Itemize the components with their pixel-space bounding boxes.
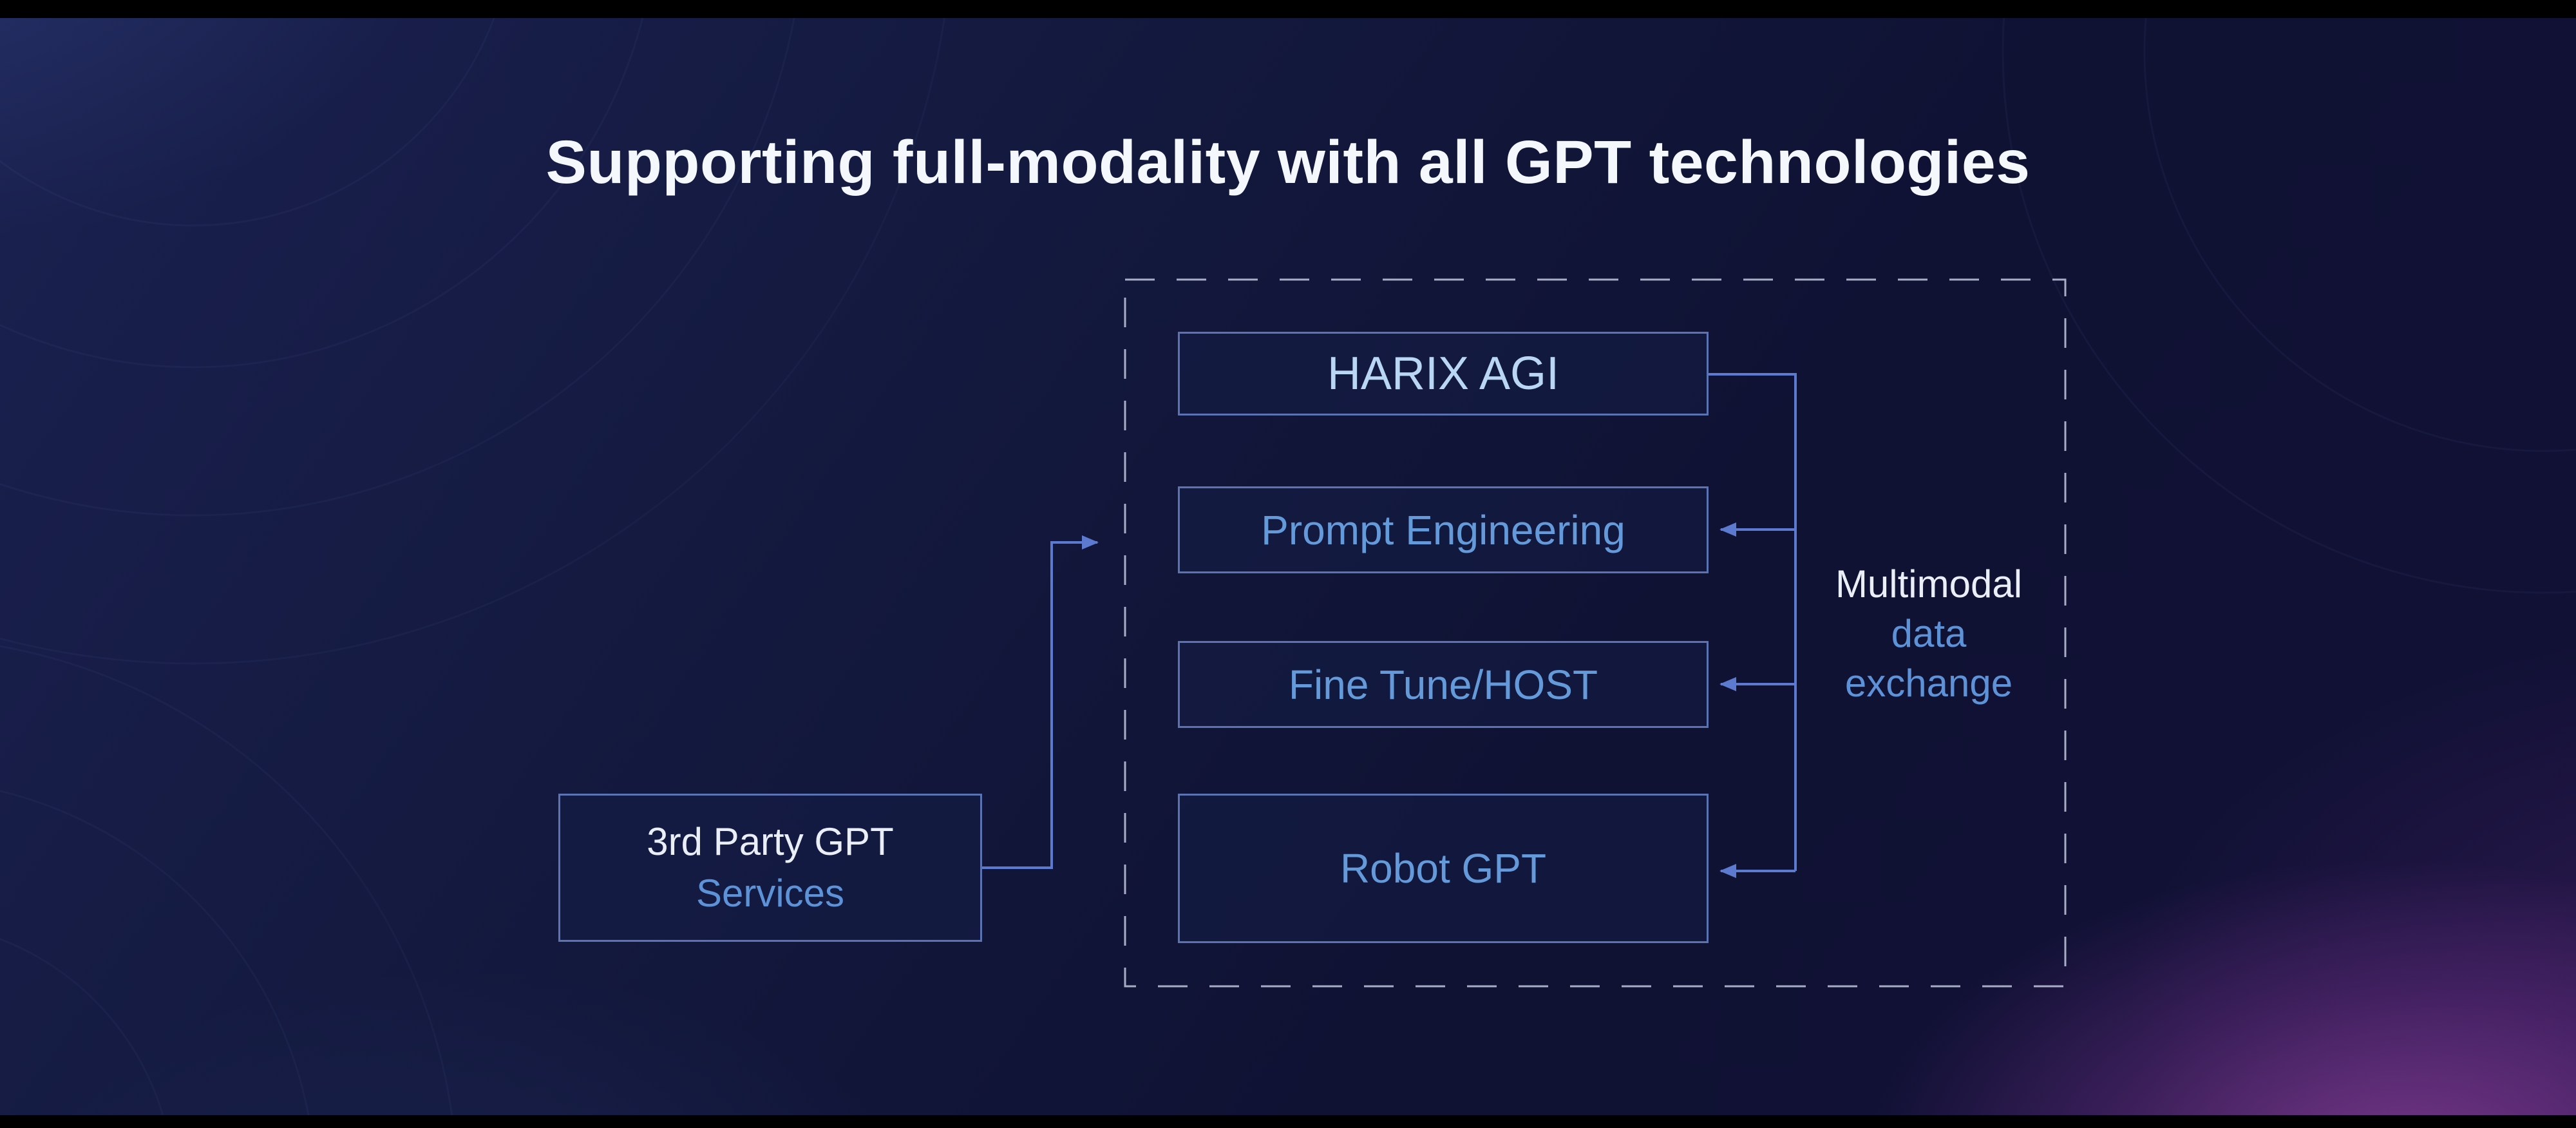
slide-title: Supporting full-modality with all GPT te…	[545, 128, 2031, 196]
node-harix-agi: HARIX AGI	[1178, 332, 1709, 416]
annotation-line-3: exchange	[1844, 662, 2013, 705]
node-third-party-gpt-services: 3rd Party GPT Services	[558, 794, 982, 942]
node-harix-agi-label: HARIX AGI	[1327, 348, 1560, 399]
letterbox-bar-top	[0, 0, 2576, 18]
node-prompt-engineering-label: Prompt Engineering	[1261, 506, 1625, 553]
third-party-label-line2: Services	[696, 872, 845, 915]
node-robot-gpt-label: Robot GPT	[1340, 845, 1547, 892]
node-robot-gpt: Robot GPT	[1178, 794, 1709, 943]
multimodal-data-exchange-annotation: Multimodal data exchange	[1800, 559, 2058, 708]
third-party-label-line1: 3rd Party GPT	[647, 820, 894, 863]
annotation-line-2: data	[1891, 612, 1967, 655]
connector-harix-trunk	[1709, 373, 1797, 871]
multimodal-group-dashed-border	[1124, 278, 2067, 988]
node-prompt-engineering: Prompt Engineering	[1178, 486, 1709, 573]
letterbox-bar-bottom	[0, 1115, 2576, 1128]
annotation-line-1: Multimodal	[1835, 562, 2023, 606]
node-fine-tune-host-label: Fine Tune/HOST	[1288, 661, 1598, 708]
connector-third-party-to-group	[982, 535, 1099, 869]
node-fine-tune-host: Fine Tune/HOST	[1178, 641, 1709, 728]
